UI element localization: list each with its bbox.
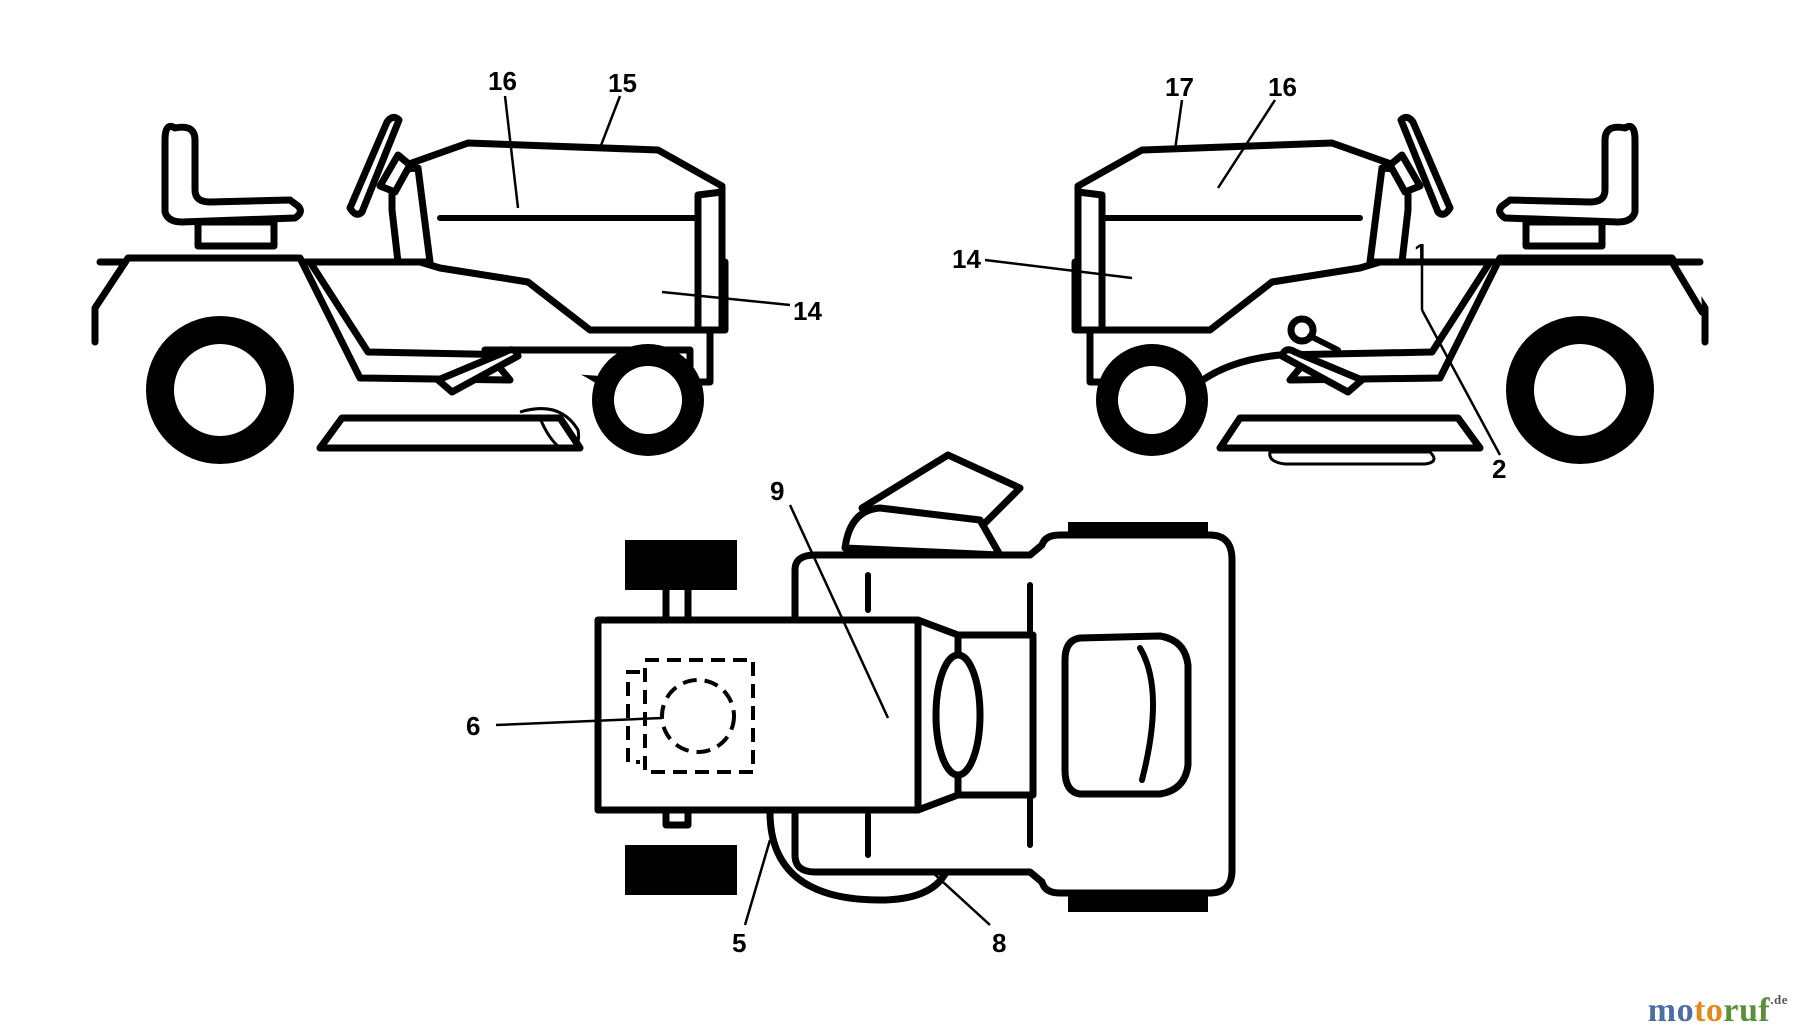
leader-left-16 [503, 95, 520, 209]
callout-top-6: 6 [466, 711, 480, 741]
top-view [594, 451, 1236, 912]
right-steering-column [1386, 151, 1424, 196]
left-steering-column [376, 151, 414, 196]
top-rear-wheel-bottom [625, 845, 737, 895]
left-deck [316, 414, 584, 452]
left-side-view [91, 113, 729, 464]
leader-left-15 [598, 95, 622, 149]
right-rear-hub [1534, 344, 1626, 436]
callout-left-16: 16 [488, 66, 517, 96]
top-rear-wheel-top [625, 540, 737, 590]
leader-right-17 [1173, 99, 1184, 151]
leader-top-8 [931, 871, 991, 926]
leader-top-5 [743, 839, 772, 926]
top-decal-circle [660, 678, 736, 754]
motoruf-watermark: motoruf.de [1648, 992, 1788, 1030]
callout-right-1: 1 [1414, 238, 1428, 268]
top-decal-box [643, 658, 755, 774]
callout-top-8: 8 [992, 928, 1006, 958]
right-deck [1216, 414, 1484, 452]
right-seat-post [1522, 218, 1606, 250]
left-seat [161, 123, 304, 226]
callout-right-17: 17 [1165, 72, 1194, 102]
right-steering-wheel [1397, 113, 1454, 218]
leader-right-16 [1216, 99, 1277, 189]
leader-right-14 [984, 258, 1133, 280]
leader-top-9 [788, 504, 890, 719]
callout-right-16: 16 [1268, 72, 1297, 102]
callout-labels: 16 15 14 17 16 14 1 2 9 6 5 8 [466, 66, 1506, 958]
top-chute-base [841, 504, 1004, 559]
left-steering-wheel [346, 113, 403, 218]
right-deck-skirt [1268, 450, 1436, 466]
left-pedal [434, 346, 522, 396]
left-deck-chute [519, 407, 581, 451]
left-grille [694, 188, 726, 334]
left-seat-post [194, 218, 278, 250]
top-rear-block [594, 616, 922, 814]
left-front-hub [614, 366, 682, 434]
right-dash [1366, 164, 1412, 266]
left-rear-hub [174, 344, 266, 436]
top-hood-curve [1137, 645, 1156, 783]
right-pedal [1278, 346, 1366, 396]
leader-right-2 [1420, 309, 1502, 456]
leader-lines [495, 95, 1502, 926]
watermark-part-2: to [1694, 992, 1724, 1029]
top-steering-wheel [932, 651, 984, 779]
leader-left-14 [661, 290, 791, 307]
callout-right-2: 2 [1492, 454, 1506, 484]
top-hood [1061, 632, 1192, 798]
right-front-hub [1118, 366, 1186, 434]
right-lever [1307, 333, 1341, 353]
right-seat [1496, 123, 1639, 226]
callout-left-15: 15 [608, 68, 637, 98]
left-dash [388, 164, 434, 266]
callout-right-14: 14 [952, 244, 981, 274]
right-grille [1074, 188, 1106, 334]
right-side-view [1071, 113, 1709, 466]
watermark-tld: .de [1770, 992, 1788, 1007]
top-decal-bracket [626, 670, 640, 764]
leader-top-6 [495, 716, 663, 727]
watermark-part-1: mo [1647, 992, 1695, 1029]
watermark-part-3: ruf [1723, 992, 1771, 1029]
callout-top-5: 5 [732, 928, 746, 958]
callout-left-14: 14 [793, 296, 822, 326]
callout-top-9: 9 [770, 476, 784, 506]
